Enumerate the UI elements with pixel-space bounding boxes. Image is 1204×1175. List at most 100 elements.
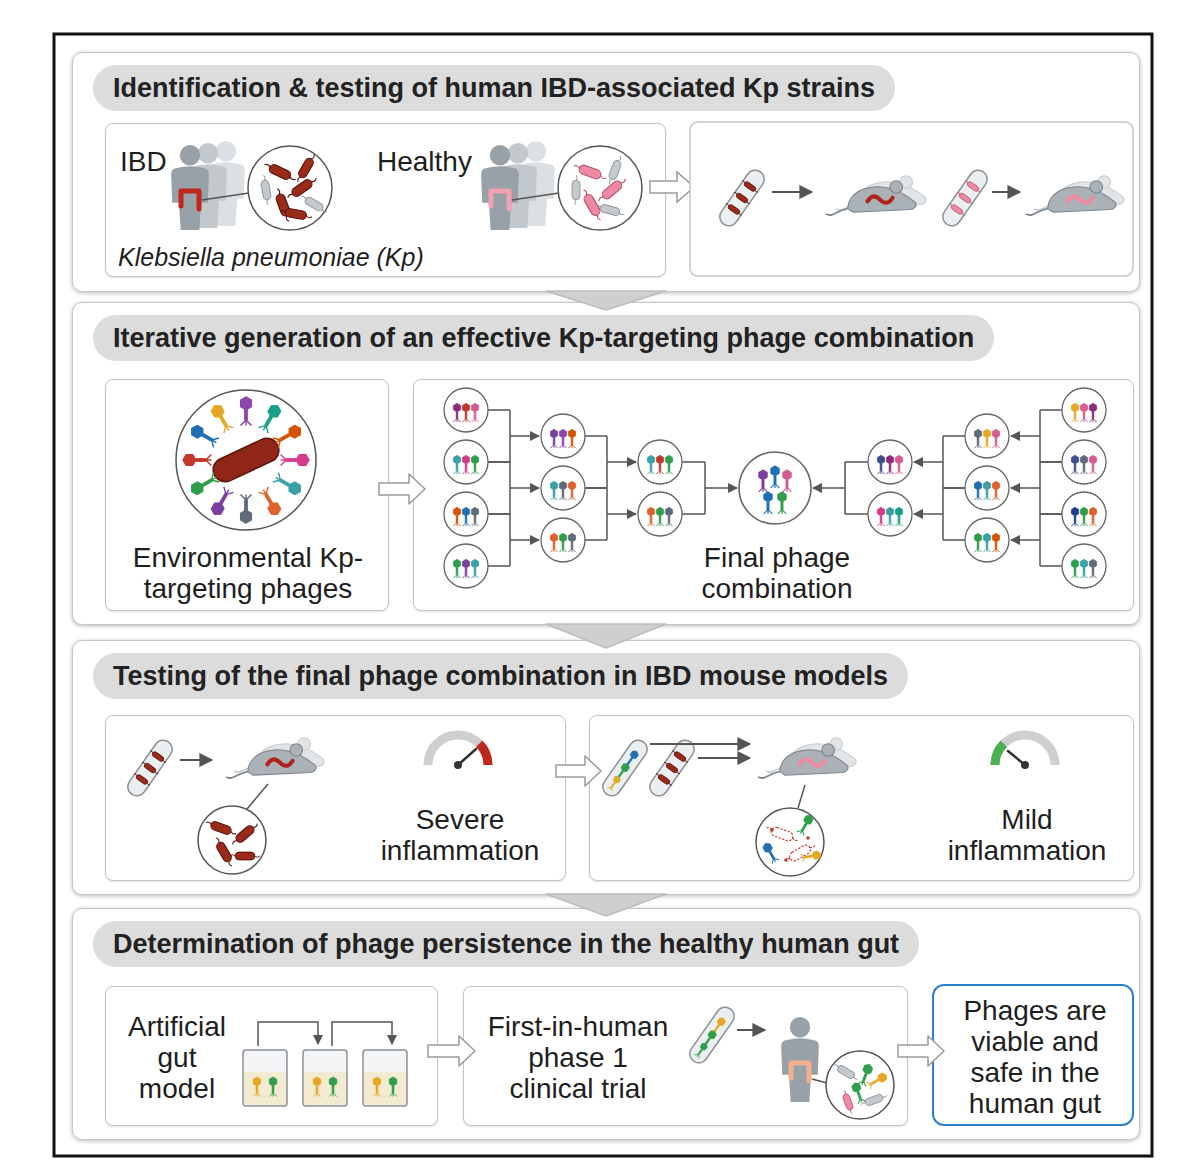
ibd-microbiome: [260, 175, 273, 206]
box-label: Final phage combination: [697, 542, 857, 604]
phage-cocktail-circles: [453, 507, 460, 526]
trial-volunteer: [737, 1029, 765, 1031]
phage-cocktail-circles: [1089, 403, 1096, 422]
control-model-box: Severe inflammation: [105, 715, 566, 881]
phage-cocktail-circles: [665, 507, 672, 526]
treated-model: [758, 744, 848, 778]
phage-cocktail-circles: [656, 455, 663, 474]
mouse-box: [826, 181, 916, 215]
mouse-box: [939, 167, 990, 230]
phage-cocktail-circles: [778, 492, 787, 514]
treated-model: [797, 814, 814, 836]
ibd-person: [171, 145, 209, 230]
trial-volunteer: [832, 1062, 860, 1082]
severity-gauge: [454, 761, 462, 769]
trial-volunteer: [826, 1051, 894, 1119]
combination-brackets: [682, 462, 737, 514]
phage-cocktail-circles: [471, 455, 478, 474]
phage-cocktail-circles: [568, 481, 575, 500]
phage-cocktail-circles: [550, 533, 557, 552]
phage-cocktail-circles: [992, 429, 999, 448]
phage-cocktail-circles: [1071, 559, 1078, 578]
text-slot: Severe inflammation: [370, 804, 550, 866]
panel-heading: Iterative generation of an effective Kp-…: [93, 315, 994, 361]
trial-volunteer: [694, 1042, 708, 1058]
mouse-box: [716, 167, 767, 230]
gut-model-vessels: [363, 1050, 407, 1106]
phage-cocktail-circles: [559, 429, 566, 448]
box-label: Environmental Kp-targeting phages: [116, 542, 380, 604]
phage-cocktail-circles: [739, 452, 811, 524]
phage-cocktail-circles: [462, 403, 469, 422]
ibd-microbiome: [285, 174, 318, 201]
phage-cocktail-circles: [783, 470, 792, 492]
treated-model-box: Mild inflammation: [589, 715, 1134, 881]
result-box: Phages are viable and safe in the human …: [932, 984, 1134, 1126]
phage-pool: [259, 403, 283, 433]
combination-brackets: [1011, 514, 1062, 566]
treated-model: [762, 842, 779, 864]
box-label: Severe inflammation: [370, 804, 550, 866]
severity-gauge: [428, 735, 488, 765]
phage-cocktail-circles: [568, 533, 575, 552]
ibd-person: [171, 141, 245, 230]
phage-cocktail-circles: [1080, 455, 1087, 474]
phage-cocktail-circles: [983, 481, 990, 500]
phage-cocktail-circles: [1062, 492, 1106, 536]
hollow-arrow: [556, 756, 601, 786]
phage-cocktail-circles: [1080, 507, 1087, 526]
gut-model-vessels: [243, 1050, 287, 1106]
phage-cocktail-circles: [462, 559, 469, 578]
phage-cocktail-circles: [444, 388, 488, 432]
hollow-arrow: [898, 1036, 944, 1066]
box-label: Artificial gut model: [122, 1011, 232, 1104]
phage-cocktail-circles: [647, 507, 654, 526]
healthy-person: [491, 191, 509, 209]
gut-model-vessels: [313, 1077, 321, 1097]
chevron-arrow: [546, 291, 666, 310]
treated-model: [671, 749, 690, 764]
phage-cocktail-circles: [759, 470, 768, 492]
mouse-box: [690, 122, 1133, 276]
phage-cocktail-circles: [665, 455, 672, 474]
phage-cocktail-circles: [886, 455, 893, 474]
combination-brackets: [914, 488, 965, 540]
text-slot: Testing of the final phage combination i…: [93, 653, 908, 699]
phage-pool: [281, 455, 310, 466]
phage-pool: [273, 424, 303, 448]
phage-pool: [176, 390, 316, 530]
gut-model-vessels: [244, 1072, 286, 1105]
mouse-box: [826, 181, 916, 215]
severity-gauge: [479, 744, 488, 765]
box-label: Mild inflammation: [937, 804, 1117, 866]
healthy-microbiome: [596, 175, 628, 204]
phage-cocktail-circles: [559, 533, 566, 552]
phage-cocktail-circles: [974, 481, 981, 500]
phage-cocktail-circles: [453, 455, 460, 474]
phage-pool: [210, 487, 234, 517]
phage-cocktail-circles: [444, 440, 488, 484]
severity-gauge: [1021, 761, 1029, 769]
phage-cocktail-circles: [471, 507, 478, 526]
treated-model: [784, 858, 788, 862]
mouse-box: [939, 166, 992, 230]
phage-pool: [183, 455, 212, 466]
gut-model-vessels: [364, 1072, 406, 1105]
phage-cocktail-circles: [541, 518, 585, 562]
mouse-box: [956, 190, 975, 205]
severe-model: [141, 760, 160, 775]
ibd-microbiome: [248, 146, 332, 230]
ibd-microbiome: [248, 146, 332, 230]
mouse-box: [716, 166, 769, 230]
severity-gauge: [995, 735, 1055, 765]
text-slot: Artificial gut model: [122, 1011, 232, 1104]
severe-model: [247, 784, 268, 809]
treated-model: [646, 736, 699, 800]
phage-cocktail-circles: [471, 403, 478, 422]
phage-pool: [209, 434, 283, 485]
combination-brackets: [488, 410, 539, 462]
phage-cocktail-circles: [550, 481, 557, 500]
mouse-box: [733, 190, 752, 205]
combination-brackets: [914, 436, 965, 488]
text-slot: Identification & testing of human IBD-as…: [93, 65, 895, 111]
